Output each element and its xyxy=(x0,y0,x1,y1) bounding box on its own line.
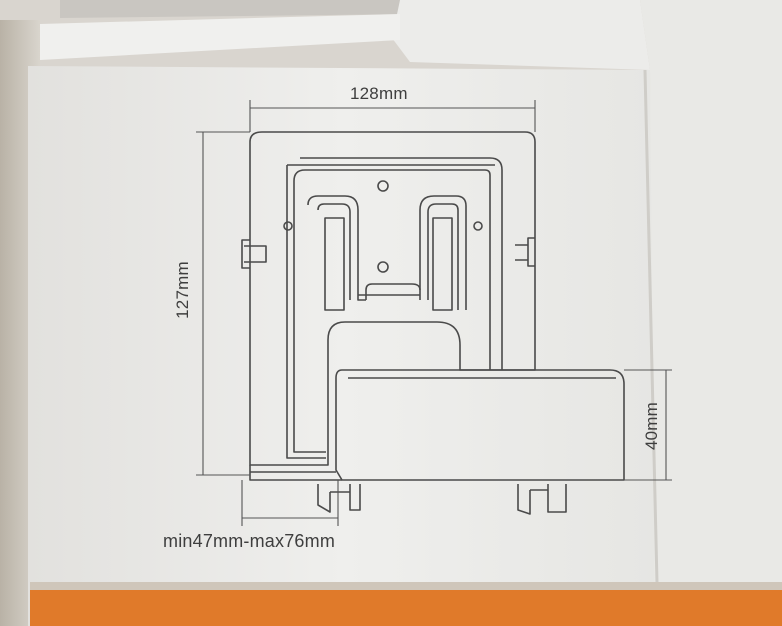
bracket-back-plate xyxy=(249,131,536,466)
box-top-flap xyxy=(60,0,420,18)
bracket-right-arm-inner xyxy=(427,203,459,310)
shelf-box xyxy=(335,369,625,481)
height-label: 127mm xyxy=(173,261,192,319)
bracket-left-arm xyxy=(307,195,366,301)
depth-label: 40mm xyxy=(642,401,661,451)
bracket-left-arm-inner xyxy=(317,203,351,300)
bracket-inner-frame xyxy=(293,157,503,453)
bracket-right-arm xyxy=(419,195,467,310)
bracket-inner-frame-2 xyxy=(286,164,495,459)
right-foot-clip xyxy=(517,484,567,515)
bracket-left-slot xyxy=(324,217,345,311)
left-tab xyxy=(241,239,267,269)
orange-stripe xyxy=(30,588,782,626)
screw-hole-right xyxy=(473,221,483,231)
screw-hole-left xyxy=(283,221,293,231)
box-front-face xyxy=(28,66,660,626)
shelf-bottom-plate xyxy=(249,465,342,481)
width-label: 128mm xyxy=(350,84,408,103)
stripe-shadow xyxy=(30,582,782,590)
bracket-center-bridge xyxy=(358,283,421,300)
right-tab xyxy=(515,237,535,267)
screw-hole-top xyxy=(377,180,389,192)
box-right-panel xyxy=(640,0,782,626)
box-fold-line xyxy=(643,69,660,626)
range-label: min47mm-max76mm xyxy=(163,531,336,551)
box-back-flap xyxy=(40,14,400,60)
bracket-drawing xyxy=(241,131,625,515)
dimension-lines xyxy=(196,100,672,526)
left-foot-clip xyxy=(317,484,361,513)
bracket-right-slot xyxy=(432,217,453,311)
box-inner-flap xyxy=(392,0,650,70)
screw-hole-center xyxy=(377,261,389,273)
